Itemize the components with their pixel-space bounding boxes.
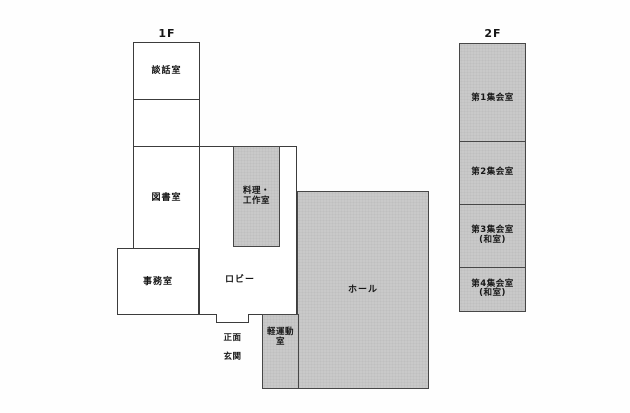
meeting-room-3: 第3集会室 (和室) <box>460 204 525 267</box>
meeting-room-2-label: 第2集会室 <box>471 167 514 178</box>
meeting-room-2: 第2集会室 <box>460 141 525 204</box>
room-unlabeled <box>133 99 200 147</box>
room-light-exercise-label-line1: 軽運動 <box>266 327 294 337</box>
room-library-label: 図書室 <box>151 192 182 203</box>
main-entrance-notch <box>216 314 249 323</box>
floor-label-2f: 2F <box>484 27 502 40</box>
meeting-room-3-sub: (和室) <box>479 234 506 245</box>
meeting-room-4-sub: (和室) <box>479 288 506 299</box>
room-office: 事務室 <box>117 248 199 315</box>
room-library: 図書室 <box>133 146 200 249</box>
room-office-label: 事務室 <box>142 276 173 287</box>
main-entrance-label: 正面 玄関 <box>223 333 242 362</box>
meeting-room-4-label: 第4集会室 <box>471 278 514 289</box>
floor-label-1f: 1F <box>158 27 176 40</box>
room-light-exercise-label-line2: 室 <box>275 336 285 347</box>
room-lounge-label: 談話室 <box>151 66 182 76</box>
meeting-room-1-label: 第1集会室 <box>471 92 514 103</box>
meeting-room-4: 第4集会室 (和室) <box>460 266 525 311</box>
room-lounge: 談話室 <box>133 42 200 100</box>
meeting-room-3-label: 第3集会室 <box>471 225 514 236</box>
room-light-exercise: 軽運動 室 <box>262 314 299 389</box>
room-cooking-craft-label-line1: 料理・ <box>242 186 270 196</box>
room-hall-label: ホール <box>347 285 378 295</box>
room-hall: ホール <box>297 191 429 389</box>
meeting-room-stack: 第1集会室 第2集会室 第3集会室 (和室) 第4集会室 (和室) <box>459 43 526 312</box>
room-lobby-label: ロビー <box>224 275 255 285</box>
meeting-room-1: 第1集会室 <box>460 44 525 141</box>
room-cooking-craft-label-line2: 工作室 <box>242 195 270 206</box>
room-cooking-craft: 料理・ 工作室 <box>233 146 280 247</box>
